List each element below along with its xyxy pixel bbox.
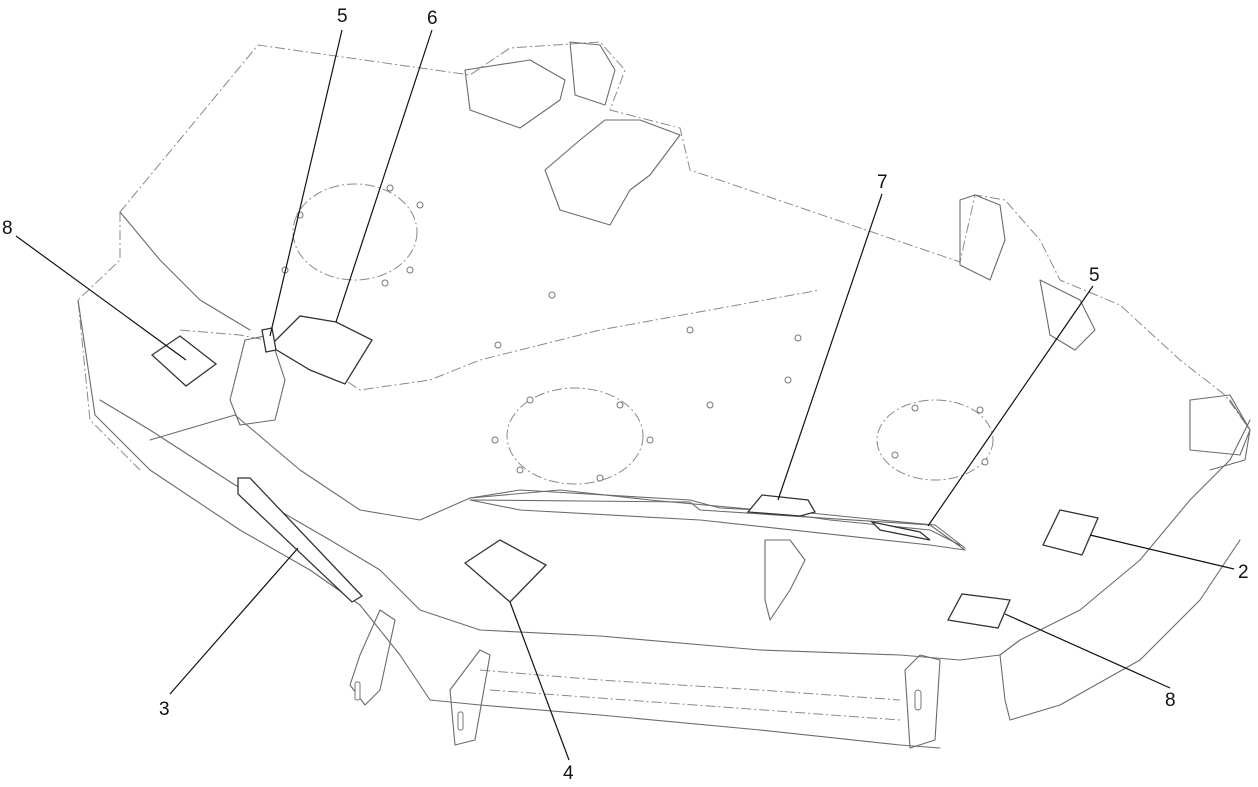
left-spindle-opening xyxy=(292,183,418,281)
leader-8-left xyxy=(15,235,187,361)
decal-5-left xyxy=(261,327,277,353)
decal-8-right xyxy=(946,593,1011,629)
callout-8-right: 8 xyxy=(1165,690,1176,711)
front-baffle xyxy=(469,499,966,551)
deck-skirt xyxy=(77,299,1251,749)
leader-2 xyxy=(1089,534,1235,570)
decal-7 xyxy=(746,494,816,517)
leader-3 xyxy=(169,547,299,695)
callout-5-right: 5 xyxy=(1089,265,1100,286)
center-spindle-opening xyxy=(506,387,644,485)
deck-top-surface xyxy=(77,41,1251,549)
leader-4 xyxy=(509,601,570,761)
callout-labels: 5 6 8 7 5 2 8 3 4 xyxy=(2,6,1249,784)
callout-2: 2 xyxy=(1238,562,1249,583)
decal-8-left xyxy=(150,335,218,387)
leader-8-right xyxy=(1004,613,1171,689)
decals xyxy=(150,315,1099,629)
decal-5-right xyxy=(870,520,931,541)
leader-5-left xyxy=(269,29,343,337)
rear-brackets xyxy=(464,41,1096,351)
decal-2 xyxy=(1042,509,1099,556)
leader-6 xyxy=(335,29,433,323)
callout-3: 3 xyxy=(159,699,170,720)
leader-7 xyxy=(777,193,883,501)
decal-3 xyxy=(237,477,364,603)
callout-7: 7 xyxy=(877,172,888,193)
right-spindle-opening xyxy=(876,399,994,481)
callout-8-left: 8 xyxy=(2,218,13,239)
callout-6: 6 xyxy=(427,8,438,29)
hitch-brackets xyxy=(229,334,1251,749)
callout-4: 4 xyxy=(563,763,574,784)
decal-6 xyxy=(268,315,373,385)
callout-5-left: 5 xyxy=(337,6,348,27)
leader-5-right xyxy=(927,285,1094,527)
leader-lines xyxy=(15,29,1235,761)
spindle-openings xyxy=(281,183,994,485)
decal-4 xyxy=(463,539,548,603)
